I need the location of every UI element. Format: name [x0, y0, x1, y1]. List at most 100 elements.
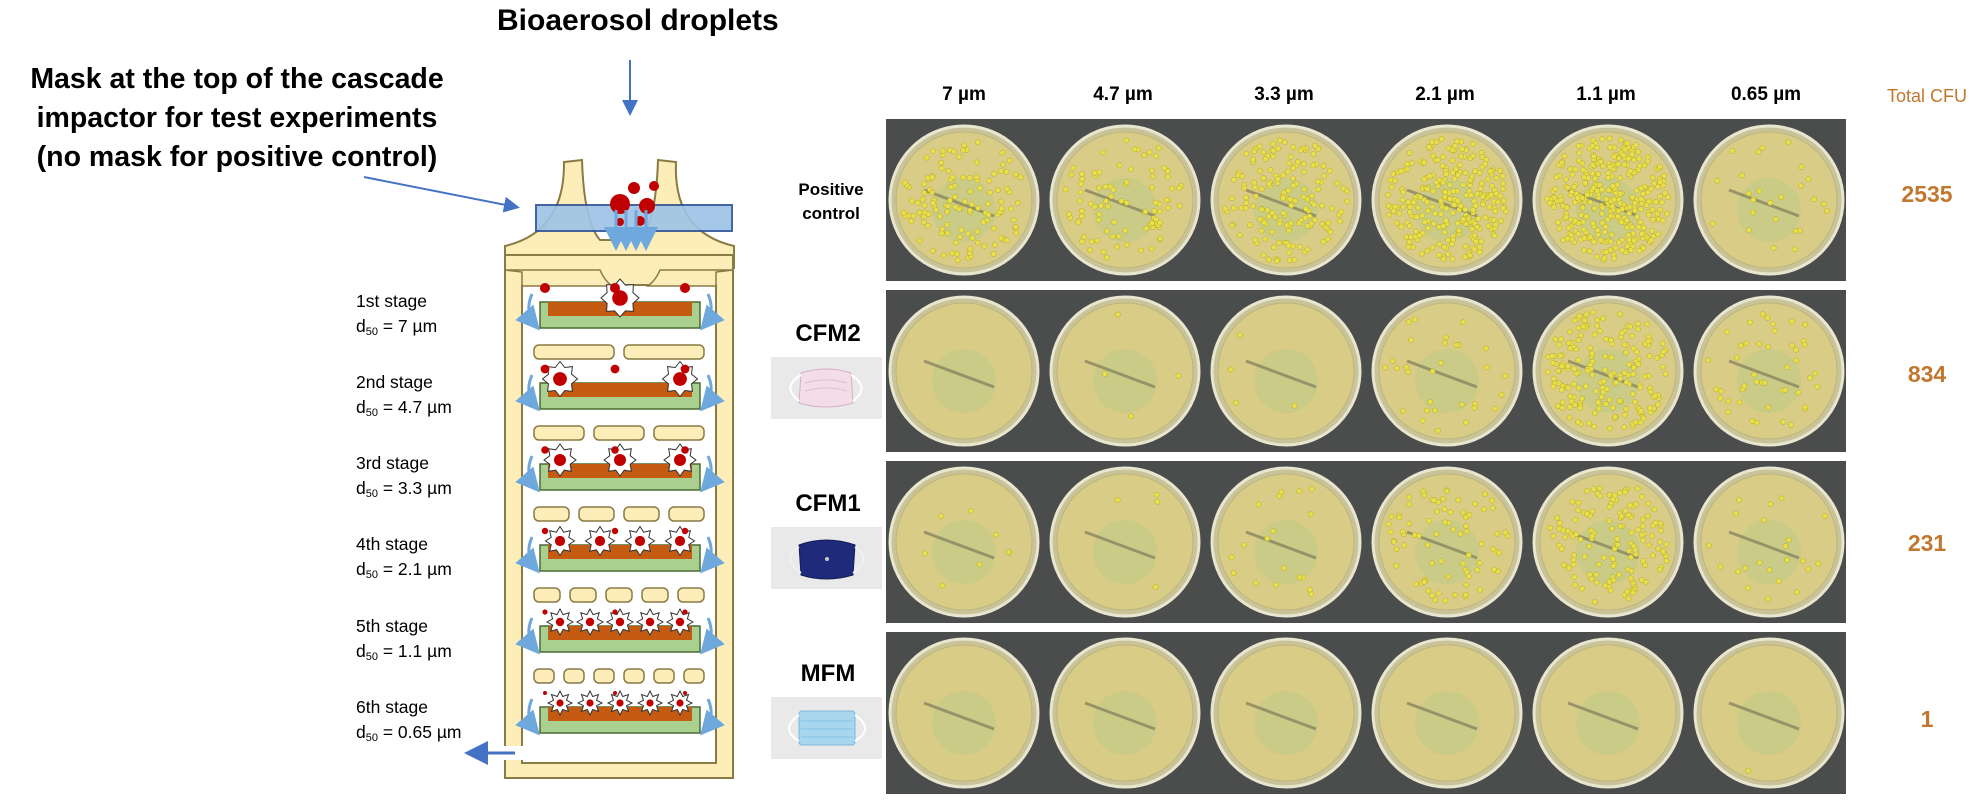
colony: [1468, 192, 1474, 199]
colony: [1636, 155, 1643, 162]
colony: [993, 531, 999, 538]
colony: [1614, 541, 1621, 548]
colony: [1633, 349, 1640, 355]
colony: [1640, 537, 1646, 544]
colony: [1575, 419, 1581, 425]
colony: [1455, 172, 1461, 178]
colony: [1644, 158, 1651, 165]
colony: [1598, 394, 1605, 400]
colony: [1269, 228, 1275, 235]
colony: [1270, 528, 1277, 534]
colony: [1635, 526, 1641, 533]
colony: [998, 198, 1005, 205]
colony: [1429, 592, 1436, 599]
flow-arrow: [515, 293, 540, 331]
colony: [1308, 511, 1314, 518]
colony: [1563, 176, 1569, 183]
colony: [1581, 247, 1587, 254]
colony: [1096, 169, 1103, 176]
colony: [1565, 339, 1572, 346]
droplet: [615, 617, 625, 627]
colony: [1103, 254, 1110, 261]
colony: [1659, 217, 1666, 224]
colony: [973, 174, 980, 180]
colony: [1269, 140, 1276, 147]
colony: [966, 174, 973, 181]
colony: [1280, 172, 1287, 179]
colony: [1618, 513, 1625, 519]
colony: [967, 207, 973, 214]
colony: [967, 245, 974, 252]
colony: [1607, 144, 1614, 151]
colony: [1406, 520, 1412, 527]
colony: [1802, 404, 1809, 411]
colony: [1575, 231, 1582, 237]
colony: [1568, 231, 1575, 238]
colony: [1612, 492, 1618, 499]
colony: [1078, 180, 1085, 187]
colony: [1459, 146, 1465, 152]
colony: [1406, 223, 1413, 229]
colony: [1292, 197, 1299, 204]
colony: [1565, 225, 1572, 231]
colony: [1230, 205, 1237, 211]
colony: [1108, 193, 1115, 200]
colony: [1633, 501, 1639, 508]
colony: [1747, 319, 1753, 326]
colony: [1260, 175, 1267, 182]
colony: [953, 239, 959, 246]
colony: [1580, 166, 1586, 173]
colony: [1632, 546, 1639, 553]
colony: [1447, 182, 1453, 188]
colony: [1492, 405, 1498, 412]
colony: [1592, 175, 1599, 182]
colony: [1473, 238, 1479, 245]
colony: [1630, 391, 1636, 397]
droplet: [646, 699, 654, 707]
colony: [1003, 168, 1010, 175]
colony: [1766, 567, 1773, 574]
colony: [1798, 164, 1805, 170]
colony: [914, 199, 921, 206]
colony: [1586, 543, 1593, 550]
colony: [1479, 193, 1486, 200]
colony: [1427, 399, 1434, 405]
colony: [1474, 191, 1481, 197]
colony: [1627, 554, 1634, 561]
colony: [1442, 597, 1449, 604]
colony: [1404, 165, 1411, 172]
colony: [1573, 531, 1580, 538]
colony: [1735, 568, 1742, 575]
colony: [1725, 398, 1732, 404]
colony: [1315, 186, 1322, 193]
colony: [1344, 198, 1351, 205]
colony: [1591, 599, 1598, 605]
colony: [1406, 501, 1413, 508]
colony: [1617, 175, 1624, 181]
pink-cloth-mask-icon: [771, 357, 882, 419]
colony: [1469, 173, 1475, 180]
colony: [1617, 311, 1623, 318]
colony: [1500, 205, 1506, 212]
colony: [1736, 399, 1743, 406]
colony: [1599, 186, 1605, 193]
colony: [1725, 409, 1732, 416]
stage-d50: d50 = 0.65 µm: [356, 722, 462, 744]
colony: [1626, 361, 1632, 368]
colony: [1619, 247, 1626, 254]
mask-note-line: (no mask for positive control): [36, 141, 438, 173]
colony: [1286, 160, 1292, 167]
colony: [1591, 423, 1598, 430]
colony: [1149, 220, 1155, 226]
colony: [1430, 152, 1436, 159]
colony: [1630, 589, 1636, 596]
row-label-cfm2: CFM2: [795, 320, 861, 347]
colony: [1607, 371, 1614, 378]
colony: [1118, 198, 1125, 204]
colony: [1496, 550, 1502, 556]
colony: [1114, 243, 1121, 250]
droplet: [616, 699, 624, 707]
colony: [991, 170, 997, 177]
colony: [1405, 199, 1412, 206]
colony: [1493, 190, 1500, 197]
